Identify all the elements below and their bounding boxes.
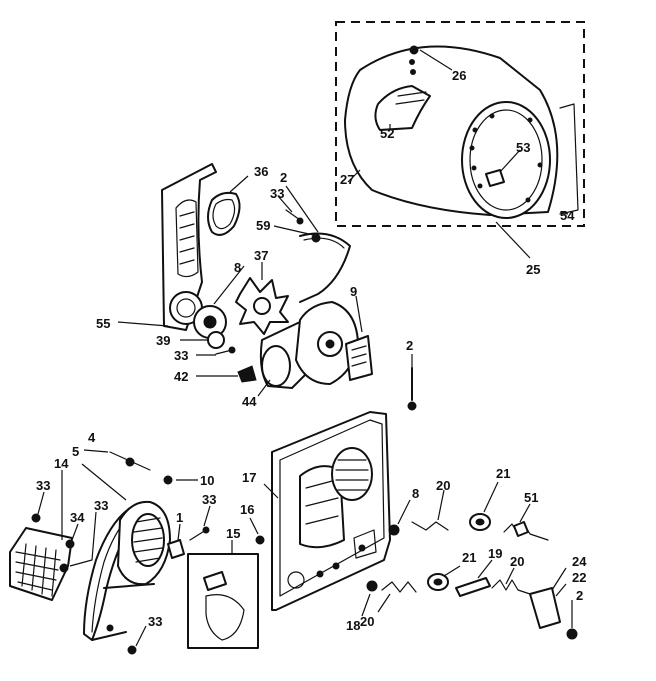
- label-33-mid: 33: [174, 348, 188, 363]
- lower-left-parts: [9, 449, 265, 655]
- label-2-lower: 2: [576, 588, 583, 603]
- label-20-lower: 20: [360, 614, 374, 629]
- label-44: 44: [242, 394, 257, 409]
- part-labels: 26 52 53 27 54 25 36 2 33 59 37 8 9 55 3…: [36, 68, 587, 633]
- label-33-upper: 33: [270, 186, 284, 201]
- drum-rear-ring: [469, 109, 543, 211]
- label-14: 14: [54, 456, 69, 471]
- label-1: 1: [176, 510, 183, 525]
- drum-baffle: [374, 85, 431, 131]
- blower-assembly: [117, 163, 373, 397]
- label-33-right-mid: 33: [202, 492, 216, 507]
- thermostat-plate: [345, 335, 373, 381]
- label-51: 51: [524, 490, 538, 505]
- drum-seal-tab: [485, 169, 505, 187]
- bearing-16: [255, 535, 265, 545]
- idler-bracket: [529, 587, 561, 629]
- label-17: 17: [242, 470, 256, 485]
- label-15: 15: [226, 526, 240, 541]
- label-21-lower: 21: [462, 550, 476, 565]
- idler-parts: [361, 481, 578, 640]
- drive-belt: [83, 507, 135, 641]
- hardware-kit-box: [187, 553, 259, 649]
- label-39: 39: [156, 333, 170, 348]
- front-bulkhead: [263, 354, 417, 611]
- label-59: 59: [256, 218, 270, 233]
- support-clip: [167, 539, 185, 559]
- label-20-upper: 20: [436, 478, 450, 493]
- label-37: 37: [254, 248, 268, 263]
- label-53: 53: [516, 140, 530, 155]
- label-52: 52: [380, 126, 394, 141]
- label-42: 42: [174, 369, 188, 384]
- label-16: 16: [240, 502, 254, 517]
- label-4: 4: [88, 430, 96, 445]
- label-33-left: 33: [36, 478, 50, 493]
- label-10: 10: [200, 473, 214, 488]
- drum-assembly: [335, 21, 585, 259]
- label-24: 24: [572, 554, 587, 569]
- label-36: 36: [254, 164, 268, 179]
- drum-lifter-holes: [469, 113, 543, 203]
- label-18: 18: [346, 618, 360, 633]
- label-25: 25: [526, 262, 540, 277]
- label-2-mid: 2: [406, 338, 413, 353]
- bearing-18: [366, 580, 378, 592]
- label-20-right: 20: [510, 554, 524, 569]
- drum-assembly-dashed-border: [335, 21, 585, 227]
- label-21-upper: 21: [496, 466, 510, 481]
- screw-33-icon: [285, 209, 301, 221]
- label-33-bottom: 33: [148, 614, 162, 629]
- label-8-lower: 8: [412, 486, 419, 501]
- label-55: 55: [96, 316, 110, 331]
- label-5: 5: [72, 444, 79, 459]
- label-27: 27: [340, 172, 354, 187]
- clip-42: [237, 365, 257, 383]
- drum-screw-icon: [409, 45, 419, 55]
- label-19: 19: [488, 546, 502, 561]
- drum-rear-opening: [461, 101, 551, 219]
- label-2-upper: 2: [280, 170, 287, 185]
- label-34: 34: [70, 510, 85, 525]
- label-8-upper: 8: [234, 260, 241, 275]
- blower-housing: [161, 163, 217, 331]
- label-22: 22: [572, 570, 586, 585]
- grille-screw-icon: [31, 513, 41, 523]
- bearing-39: [207, 331, 225, 349]
- bearing-8: [388, 524, 400, 536]
- idler-arm: [455, 577, 491, 597]
- label-54: 54: [560, 208, 575, 223]
- label-33-left-mid: 33: [94, 498, 108, 513]
- label-26: 26: [452, 68, 466, 83]
- label-9: 9: [350, 284, 357, 299]
